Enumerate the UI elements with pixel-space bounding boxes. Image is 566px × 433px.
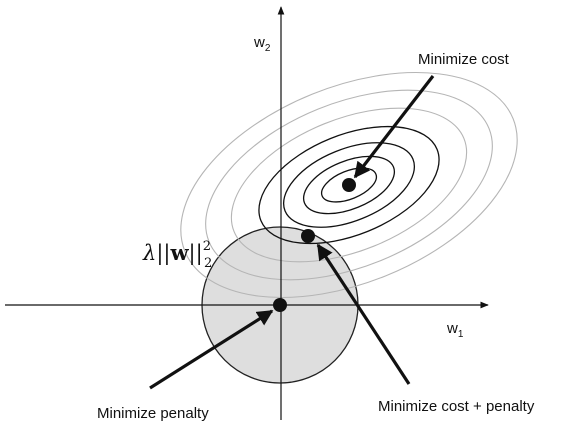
penalty-subscript: 2 [204,256,212,271]
x-axis-label: w1 [446,320,464,340]
y-axis-label-sub: 2 [265,43,271,54]
cost-contour-inner-2 [282,142,416,228]
penalty-superscript: 2 [203,239,211,254]
y-axis-label: w2 [253,34,271,54]
x-axis-label-main: w [446,320,458,337]
x-axis-label-sub: 1 [458,329,464,340]
cost-contour-inner-1 [258,125,440,245]
arrow-minimize-cost-penalty [316,243,411,385]
label-minimize-cost: Minimize cost [418,51,510,68]
cost-contour-inner-3 [302,155,396,215]
penalty-minimum-point [273,298,287,312]
label-minimize-penalty: Minimize penalty [97,405,209,422]
arrow-minimize-cost [353,75,435,179]
cost-contour-outer-3 [230,107,468,263]
cost-penalty-optimum-point [301,229,315,243]
cost-contour-outer-2 [205,89,493,281]
penalty-w: w [169,240,189,265]
penalty-norm-close: || [189,241,203,266]
penalty-norm-open: || [156,241,170,266]
y-axis-label-main: w [253,34,265,51]
inner-cost-contours [258,125,440,245]
outer-cost-contours [180,71,518,299]
penalty-lambda: λ [142,241,156,265]
cost-contour-inner-4 [320,167,378,203]
cost-contour-outer-1 [180,71,518,299]
label-minimize-cost-penalty: Minimize cost + penalty [378,398,535,415]
arrow-minimize-penalty [149,309,274,390]
cost-minimum-point [342,178,356,192]
